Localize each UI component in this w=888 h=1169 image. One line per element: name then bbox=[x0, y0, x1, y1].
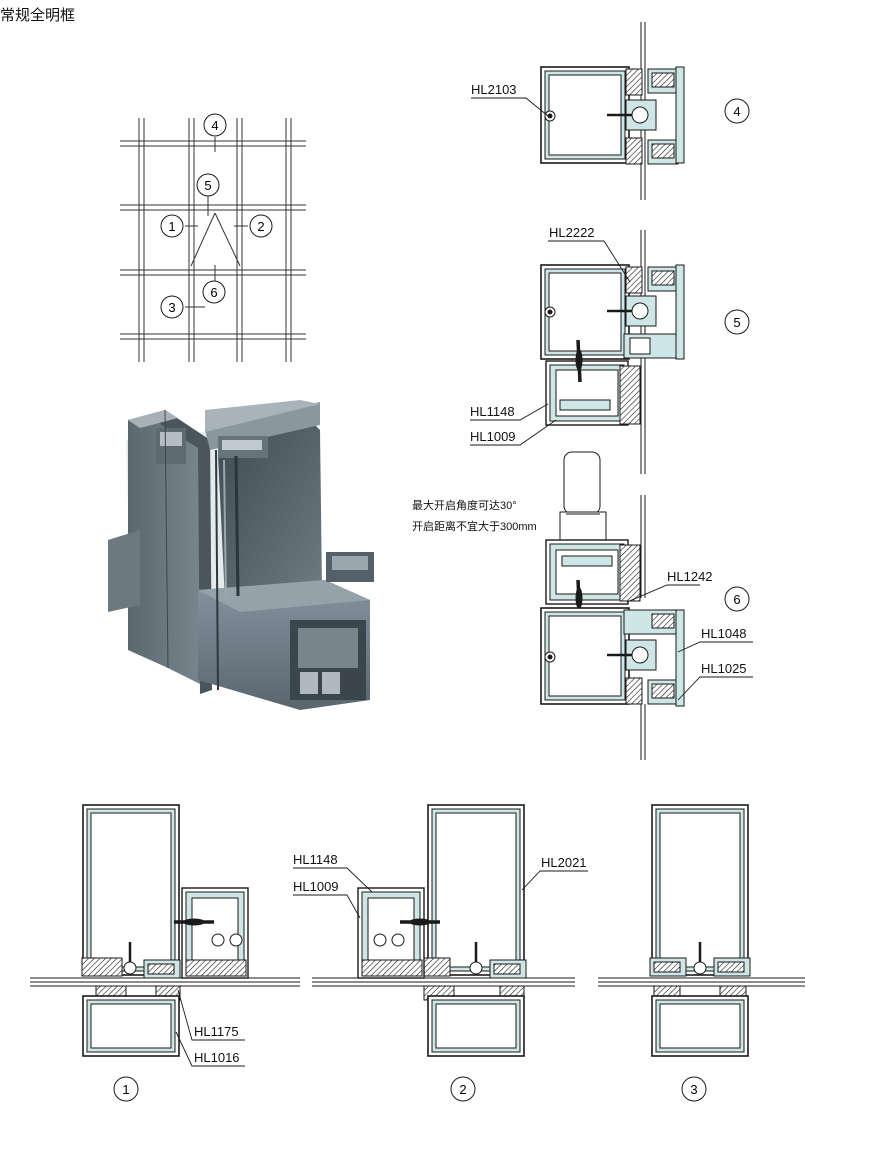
section-number-6: 6 bbox=[733, 592, 740, 607]
label-hl1148-bottom: HL1148 bbox=[293, 852, 338, 867]
section-number-1: 1 bbox=[122, 1082, 129, 1097]
label-hl2222: HL2222 bbox=[549, 225, 595, 240]
label-hl1009: HL1009 bbox=[470, 429, 516, 444]
label-hl1009-bottom: HL1009 bbox=[293, 879, 339, 894]
svg-text:3: 3 bbox=[168, 300, 175, 315]
section-number-3: 3 bbox=[690, 1082, 697, 1097]
svg-text:6: 6 bbox=[210, 285, 217, 300]
marker-6: 6 bbox=[202, 280, 226, 304]
label-hl1242: HL1242 bbox=[667, 569, 713, 584]
section-marker-4 bbox=[724, 98, 750, 124]
marker-3: 3 bbox=[160, 295, 184, 319]
section-number-5: 5 bbox=[733, 315, 740, 330]
svg-text:5: 5 bbox=[204, 178, 211, 193]
label-hl1175: HL1175 bbox=[194, 1024, 239, 1039]
opening-angle-note: 最大开启角度可达30° bbox=[412, 500, 517, 512]
grid-elevation bbox=[120, 118, 306, 362]
label-hl2103: HL2103 bbox=[471, 82, 517, 97]
label-hl1048: HL1048 bbox=[701, 626, 747, 641]
svg-text:2: 2 bbox=[257, 219, 264, 234]
label-hl1025: HL1025 bbox=[701, 661, 747, 676]
section-1 bbox=[30, 804, 300, 1057]
profile-3d-render bbox=[108, 400, 374, 710]
label-hl1148: HL1148 bbox=[470, 404, 515, 419]
svg-text:1: 1 bbox=[168, 219, 175, 234]
section-5 bbox=[540, 230, 685, 474]
section-2 bbox=[312, 804, 575, 1057]
section-marker-5 bbox=[724, 309, 750, 335]
section-3 bbox=[598, 804, 805, 1057]
marker-5: 5 bbox=[196, 173, 220, 197]
section-marker-2 bbox=[450, 1076, 476, 1102]
section-number-4: 4 bbox=[733, 104, 740, 119]
page-title: 常规全明框 bbox=[0, 7, 76, 24]
section-marker-1 bbox=[113, 1076, 139, 1102]
marker-4: 4 bbox=[203, 113, 227, 137]
section-marker-3 bbox=[681, 1076, 707, 1102]
label-hl2021: HL2021 bbox=[541, 855, 587, 870]
section-number-2: 2 bbox=[459, 1082, 466, 1097]
opening-distance-note: 开启距离不宜大于300mm bbox=[412, 521, 537, 533]
marker-1: 1 bbox=[160, 214, 184, 238]
svg-text:4: 4 bbox=[211, 118, 218, 133]
profile-labels: HL2103 HL2222 HL1148 HL1009 HL1242 HL104… bbox=[194, 82, 747, 1065]
section-4 bbox=[540, 22, 685, 200]
section-6 bbox=[540, 451, 685, 760]
leader-lines bbox=[175, 97, 753, 1067]
label-hl1016: HL1016 bbox=[194, 1050, 240, 1065]
section-marker-6 bbox=[724, 586, 750, 612]
marker-2: 2 bbox=[249, 214, 273, 238]
grid-markers: 4 5 1 2 6 3 bbox=[160, 113, 273, 319]
